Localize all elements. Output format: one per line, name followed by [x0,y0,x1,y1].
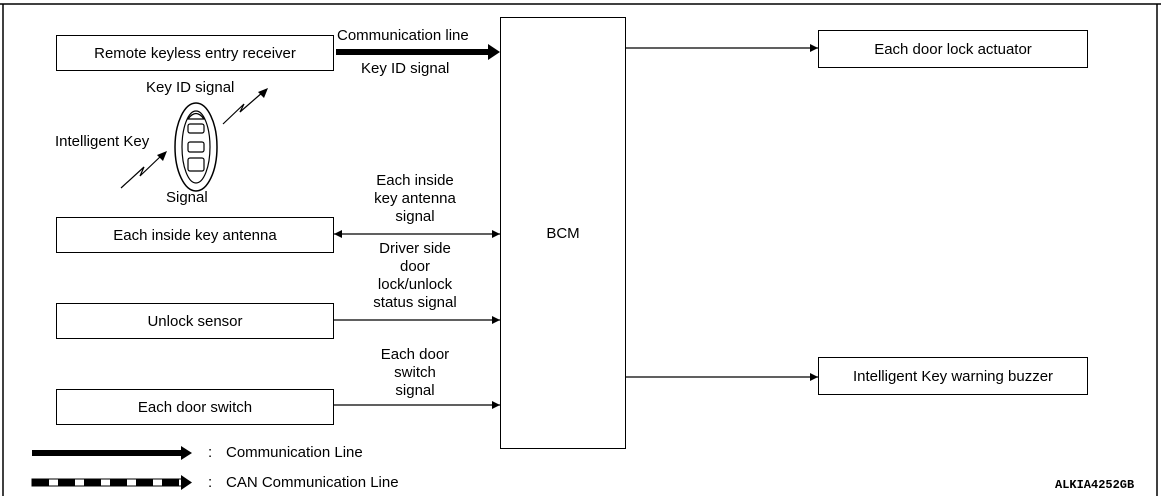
unlock-status-signal-label: Driver side door lock/unlock status sign… [355,240,475,312]
unlock-status-line-1: Driver side [379,240,451,257]
inside-key-antenna-label: Each inside key antenna [113,226,277,244]
warning-buzzer-box: Intelligent Key warning buzzer [818,357,1088,395]
warning-buzzer-label: Intelligent Key warning buzzer [852,367,1054,385]
remote-keyless-entry-receiver-label: Remote keyless entry receiver [94,44,296,62]
unlock-status-line-3: lock/unlock [377,276,453,293]
antenna-signal-label: Each inside key antenna signal [355,172,475,226]
door-switch-signal-line-3: signal [395,382,435,399]
bcm-label: BCM [546,224,580,242]
door-lock-actuator-label: Each door lock actuator [874,40,1032,58]
figure-code: ALKIA4252GB [1055,478,1135,492]
legend-can-communication-line-label: CAN Communication Line [226,474,399,491]
legend-communication-line-symbol [32,446,192,460]
bcm-box: BCM [500,17,626,449]
key-id-signal-receiver-label: Key ID signal [361,60,450,77]
door-switch-signal-line-2: switch [394,364,436,381]
unlock-status-line-4: status signal [373,294,457,311]
legend-separator-1: : [208,444,213,461]
wireless-signal-icon-upper [222,88,268,125]
door-switch-signal-label: Each door switch signal [355,346,475,400]
key-id-signal-key-label: Key ID signal [146,79,235,96]
antenna-signal-line-3: signal [395,208,435,225]
legend-separator-2: : [208,474,213,491]
wireless-signal-icon-lower [120,151,167,189]
unlock-sensor-label: Unlock sensor [147,312,243,330]
unlock-sensor-box: Unlock sensor [56,303,334,339]
remote-keyless-entry-receiver-box: Remote keyless entry receiver [56,35,334,71]
door-lock-actuator-box: Each door lock actuator [818,30,1088,68]
door-switch-label: Each door switch [137,398,253,416]
legend-can-line-symbol [31,475,192,490]
signal-label: Signal [166,189,208,206]
antenna-signal-line-1: Each inside [376,172,454,189]
door-switch-box: Each door switch [56,389,334,425]
unlock-status-line-2: door [399,258,431,275]
legend-communication-line-label: Communication Line [226,444,363,461]
intelligent-key-icon [174,102,218,192]
intelligent-key-label: Intelligent Key [55,133,150,150]
communication-line-arrowhead [488,44,500,60]
antenna-signal-line-2: key antenna [374,190,456,207]
door-switch-signal-line-1: Each door [380,346,450,363]
inside-key-antenna-box: Each inside key antenna [56,217,334,253]
communication-line-label: Communication line [337,27,469,44]
